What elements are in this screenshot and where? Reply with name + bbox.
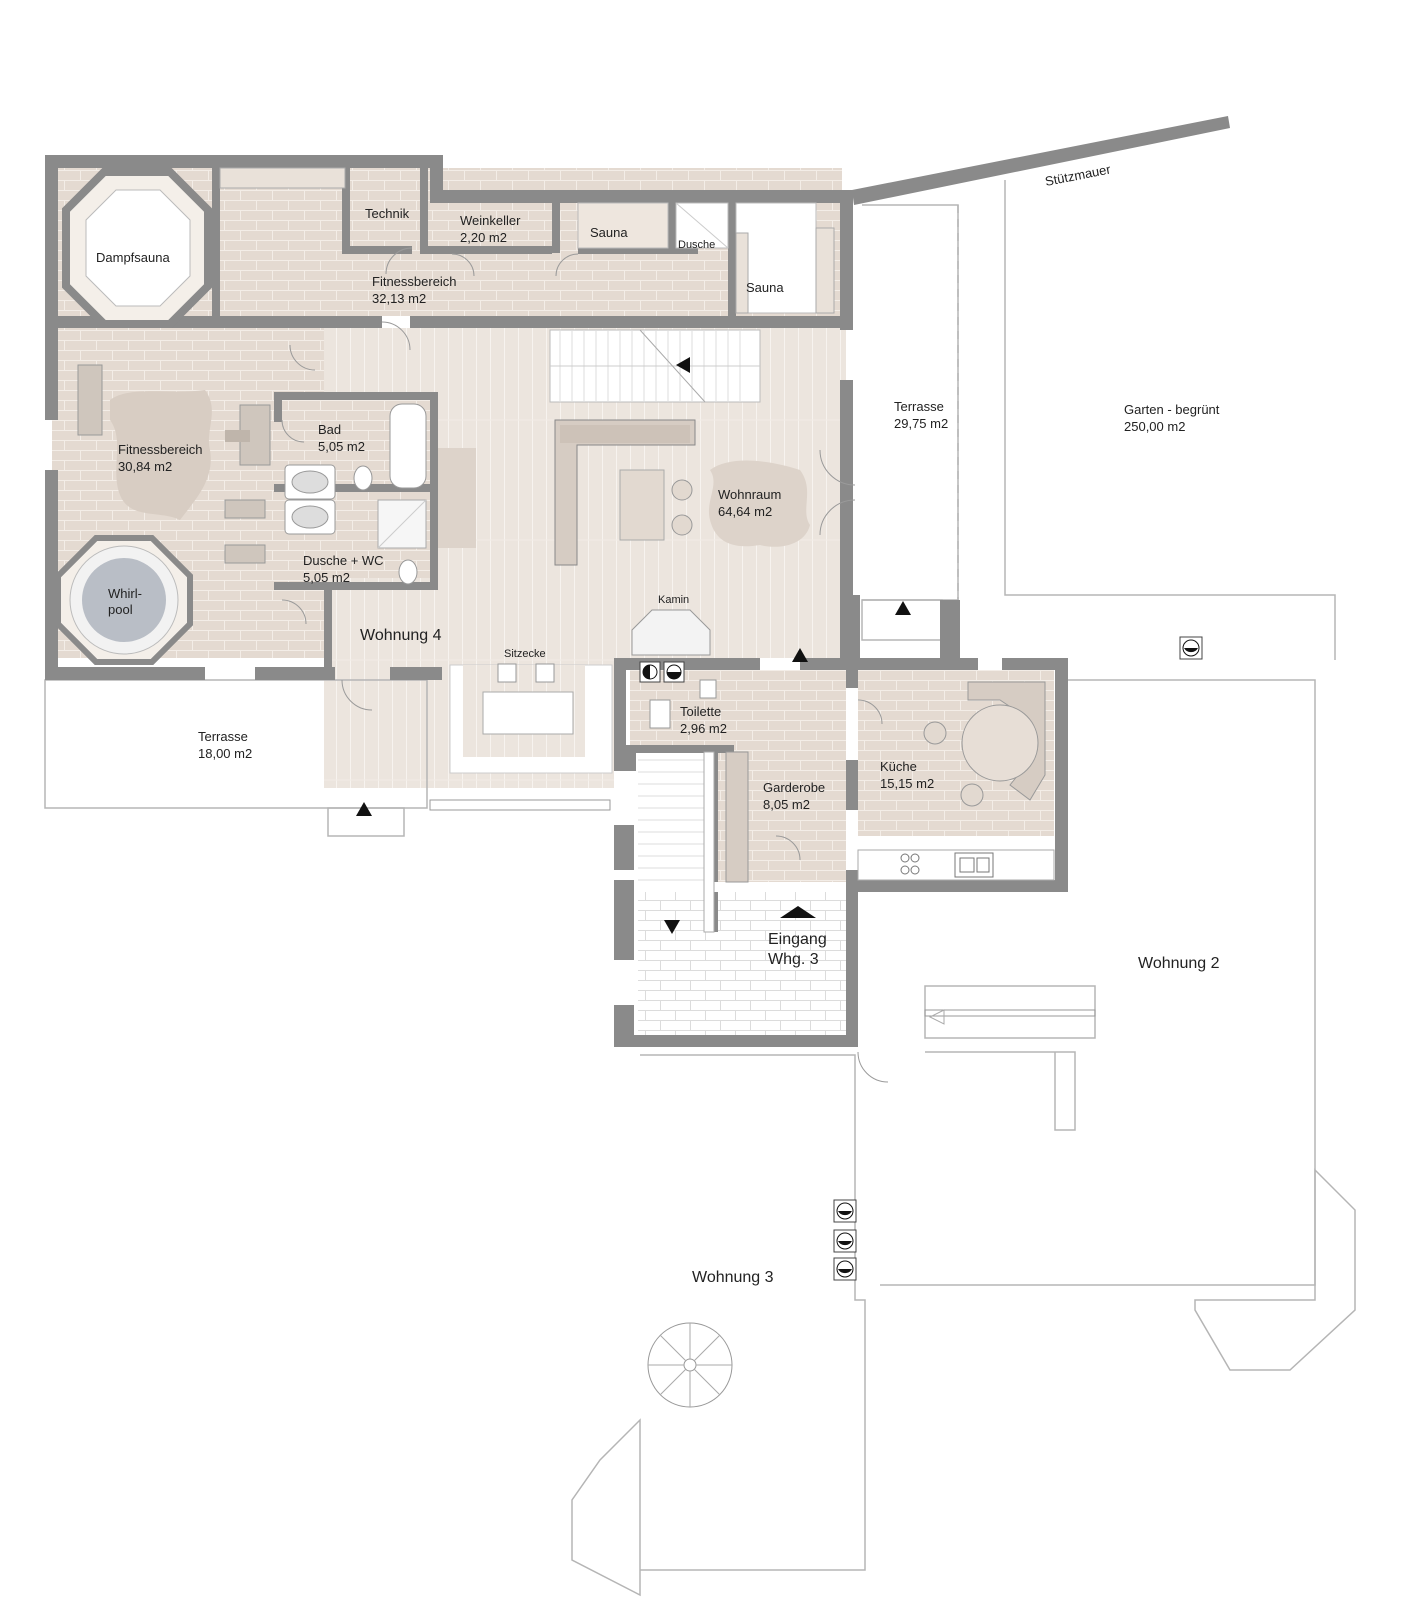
- label-eingang-2: Whg. 3: [768, 951, 819, 968]
- wohnung3-outline: [640, 1054, 866, 1571]
- label-garderobe: Garderobe: [763, 780, 825, 795]
- label-terrasse-right-area: 29,75 m2: [894, 416, 948, 431]
- floor-stair-lower: [638, 752, 710, 892]
- terrasse-left-outline: [44, 679, 428, 809]
- label-whirlpool-1: Whirl-: [108, 586, 142, 601]
- label-dusche-top: Dusche: [678, 239, 715, 251]
- outlines: [44, 180, 1356, 1597]
- label-wohnung2: Wohnung 2: [1138, 955, 1220, 972]
- label-dusche-wc: Dusche + WC: [303, 553, 384, 568]
- wohnung2-stair: [924, 1009, 1096, 1017]
- rug-left: [110, 390, 212, 520]
- stair-lower: [638, 751, 715, 933]
- wohnung2-outline: [880, 679, 1316, 1286]
- label-sitzecke: Sitzecke: [504, 648, 546, 660]
- wohnung2-wall: [925, 1051, 1076, 1131]
- label-terrasse-right: Terrasse: [894, 399, 944, 414]
- garden-outline: [1004, 180, 1336, 660]
- label-wohnraum-area: 64,64 m2: [718, 504, 772, 519]
- label-sauna-top: Sauna: [590, 225, 628, 240]
- kamin-shape: [631, 609, 711, 656]
- wohnung3-bay: [571, 1418, 641, 1597]
- label-fitness-left: Fitnessbereich: [118, 442, 203, 457]
- wohnung2-balcony: [924, 985, 1096, 1039]
- walls: [45, 116, 1230, 1047]
- label-weinkeller-area: 2,20 m2: [460, 230, 507, 245]
- label-garten-area: 250,00 m2: [1124, 419, 1185, 434]
- labels: Dampfsauna Technik Weinkeller 2,20 m2 Sa…: [96, 161, 1220, 1286]
- label-terrasse-left-area: 18,00 m2: [198, 746, 252, 761]
- label-weinkeller: Weinkeller: [460, 213, 521, 228]
- label-wohnung3: Wohnung 3: [692, 1269, 774, 1286]
- pipe-shaft-icon: [639, 636, 1203, 1281]
- label-dampfsauna: Dampfsauna: [96, 250, 170, 265]
- label-technik: Technik: [365, 206, 410, 221]
- label-fitness-top-area: 32,13 m2: [372, 291, 426, 306]
- label-sauna-right: Sauna: [746, 280, 784, 295]
- stair-arrow-icon: [928, 1009, 945, 1025]
- front-door-steps: [429, 799, 611, 811]
- entry-arrow-icon: [356, 357, 911, 934]
- label-kueche: Küche: [880, 759, 917, 774]
- label-kamin: Kamin: [658, 594, 689, 606]
- label-stuetzmauer: Stützmauer: [1044, 161, 1113, 189]
- cooktop: [900, 853, 920, 875]
- label-fitness-top: Fitnessbereich: [372, 274, 457, 289]
- wohnung2-bay: [1194, 1168, 1356, 1371]
- door-swing-icon: [281, 247, 889, 1083]
- label-wohnung4: Wohnung 4: [360, 627, 442, 644]
- fixtures: [55, 167, 1055, 1408]
- label-fitness-left-area: 30,84 m2: [118, 459, 172, 474]
- label-garderobe-area: 8,05 m2: [763, 797, 810, 812]
- rug-right: [708, 460, 810, 547]
- label-eingang-1: Eingang: [768, 931, 827, 948]
- label-terrasse-left: Terrasse: [198, 729, 248, 744]
- label-toilette: Toilette: [680, 704, 721, 719]
- label-kueche-area: 15,15 m2: [880, 776, 934, 791]
- label-toilette-area: 2,96 m2: [680, 721, 727, 736]
- label-bad-area: 5,05 m2: [318, 439, 365, 454]
- label-bad: Bad: [318, 422, 341, 437]
- label-dusche-wc-area: 5,05 m2: [303, 570, 350, 585]
- spiral-stair-icon: [647, 1322, 733, 1408]
- label-whirlpool-2: pool: [108, 602, 133, 617]
- stair-top: [549, 329, 761, 403]
- label-wohnraum: Wohnraum: [718, 487, 781, 502]
- label-garten: Garten - begrünt: [1124, 402, 1220, 417]
